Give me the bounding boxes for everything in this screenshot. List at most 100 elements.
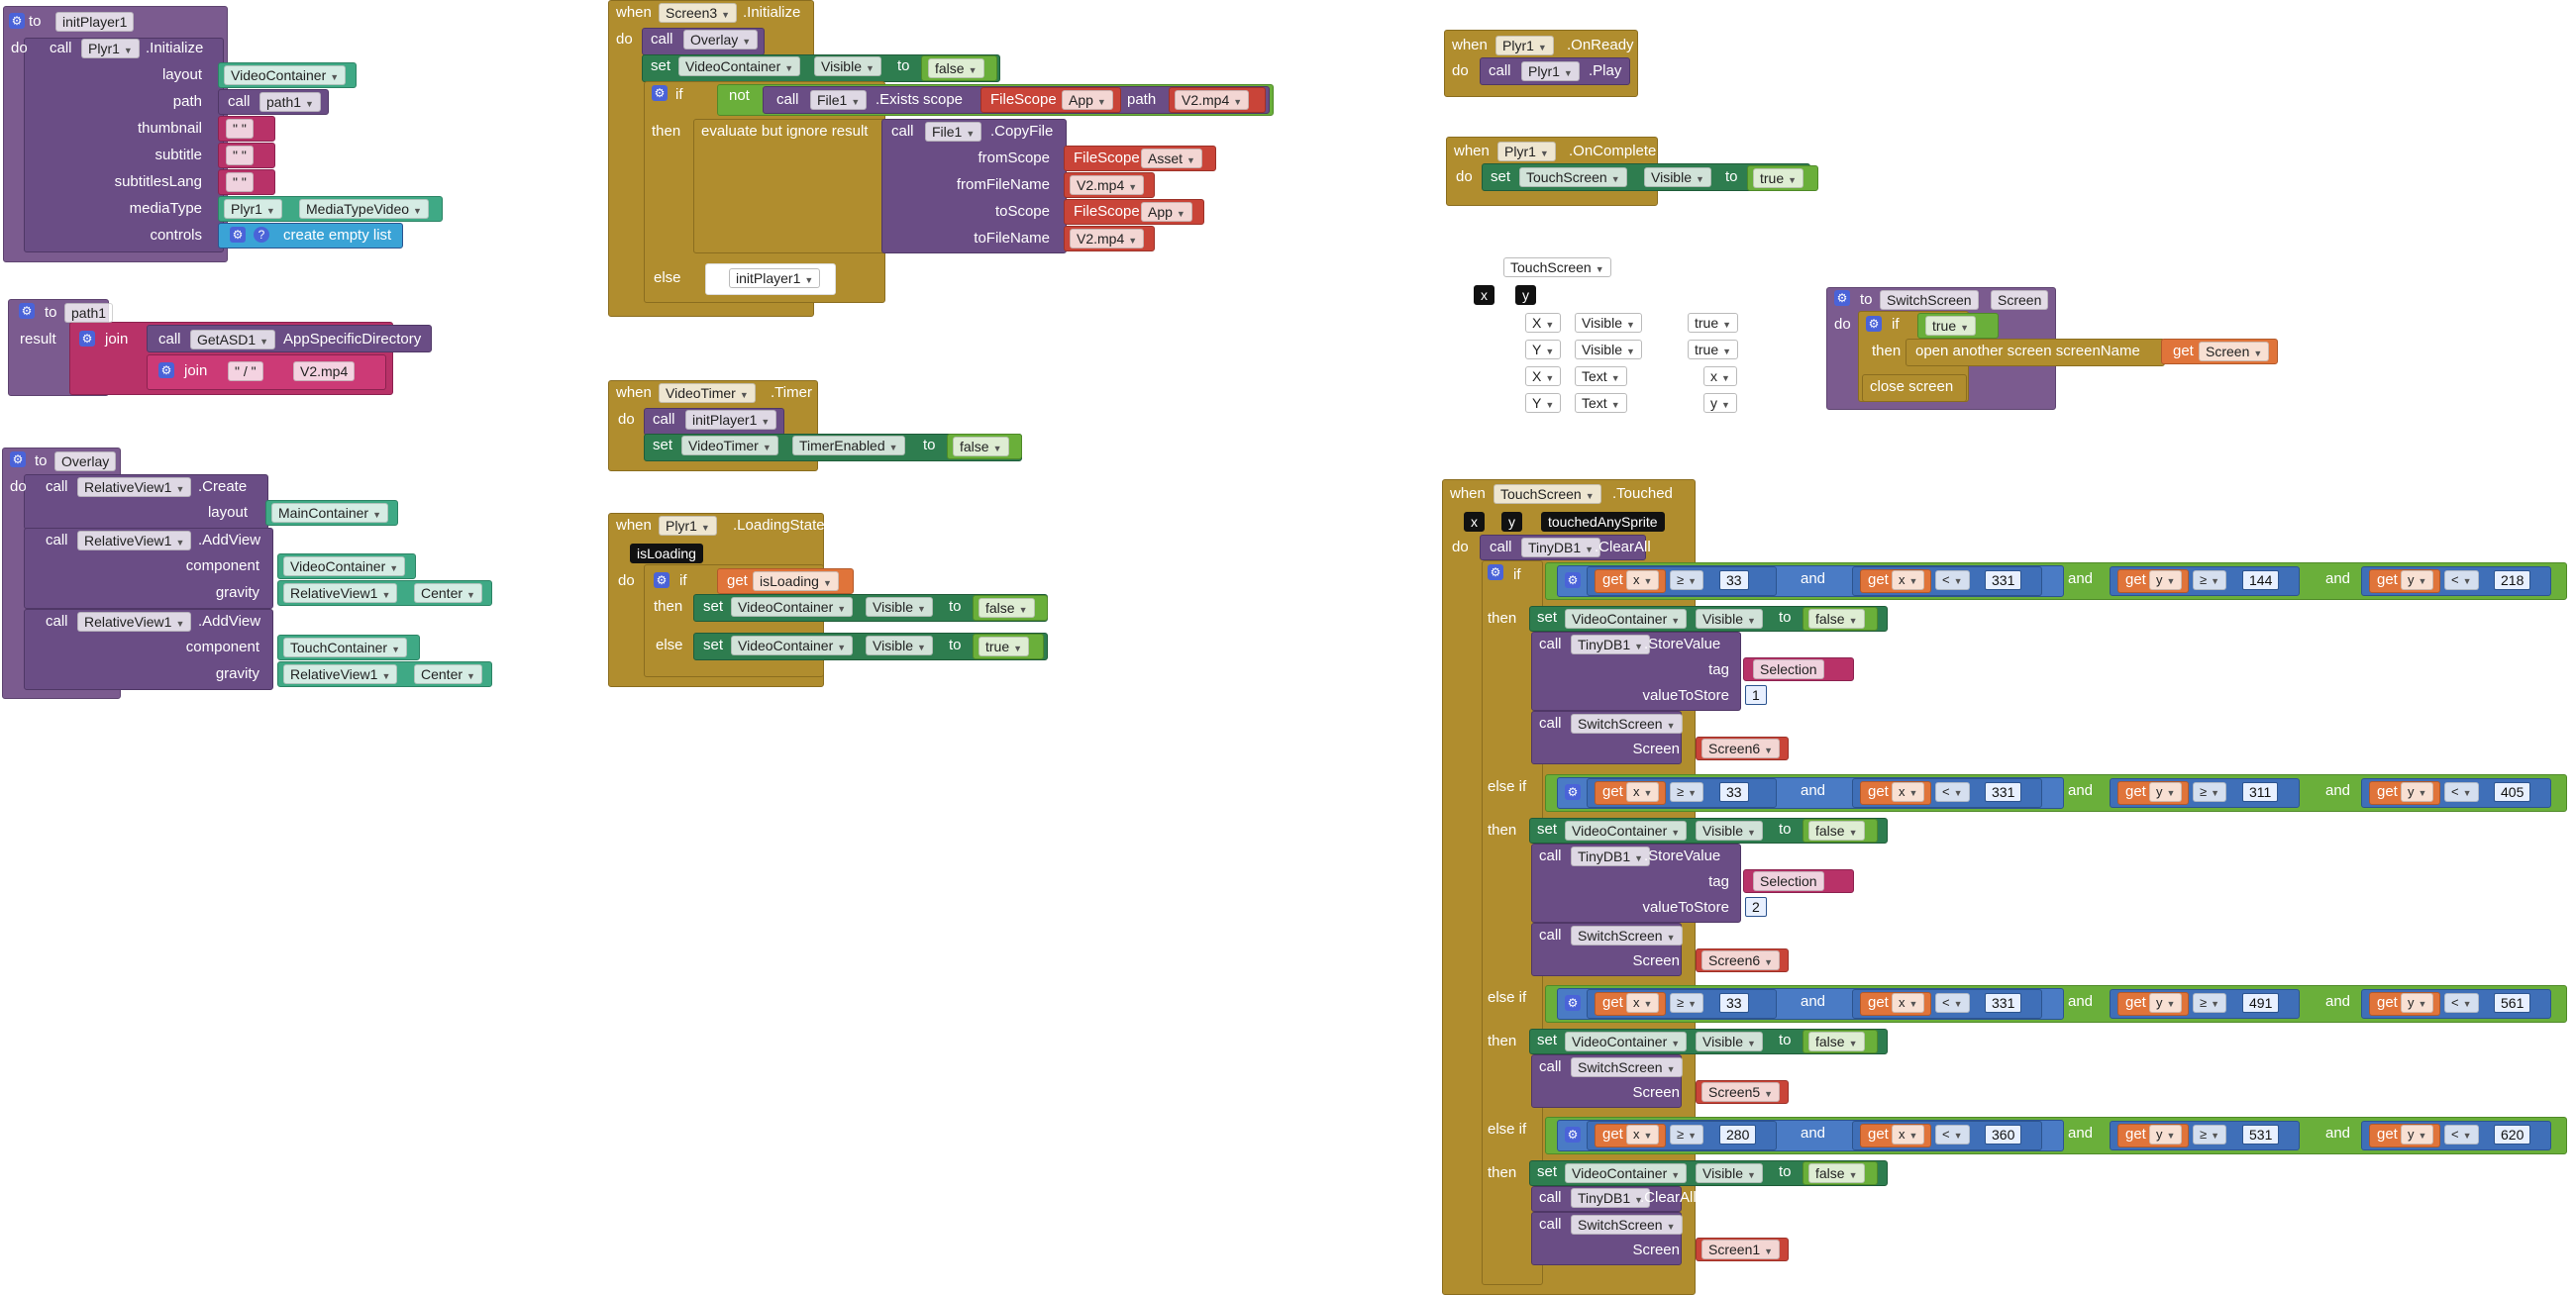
gear-icon[interactable]: ⚙ bbox=[230, 227, 246, 243]
op-dropdown[interactable]: ≥▼ bbox=[1670, 570, 1704, 590]
slash-text[interactable]: " / " bbox=[228, 361, 263, 381]
screen-value[interactable]: Screen6▼ bbox=[1701, 739, 1781, 758]
maincontainer-value[interactable]: MainContainer▼ bbox=[271, 503, 388, 523]
switchscreen-dropdown[interactable]: SwitchScreen▼ bbox=[1571, 714, 1683, 734]
gear-icon[interactable]: ⚙ bbox=[1488, 564, 1503, 580]
var-dropdown[interactable]: x▼ bbox=[1626, 1125, 1660, 1145]
op-dropdown[interactable]: <▼ bbox=[1935, 570, 1970, 590]
number-value[interactable]: 360 bbox=[1985, 1125, 2022, 1145]
param-screen[interactable]: Screen bbox=[1991, 290, 2049, 310]
param-y[interactable]: y bbox=[1501, 512, 1522, 532]
plyr1-dropdown[interactable]: Plyr1▼ bbox=[1521, 61, 1580, 81]
gear-icon[interactable]: ⚙ bbox=[1565, 1127, 1581, 1143]
empty-list-block[interactable] bbox=[218, 223, 403, 249]
screen-value[interactable]: Screen5▼ bbox=[1701, 1082, 1781, 1102]
gravity-comp[interactable]: RelativeView1▼ bbox=[283, 664, 398, 684]
vc-dropdown[interactable]: VideoContainer▼ bbox=[1565, 821, 1688, 841]
false-value[interactable]: false▼ bbox=[1808, 1032, 1865, 1051]
screen-value[interactable]: Screen6▼ bbox=[1701, 950, 1781, 970]
ghost-y[interactable]: y bbox=[1515, 285, 1536, 305]
false-value[interactable]: false▼ bbox=[979, 598, 1035, 618]
subtitleslang-text[interactable]: " " bbox=[226, 172, 254, 192]
visible-dropdown[interactable]: Visible▼ bbox=[1644, 167, 1711, 187]
filename-text[interactable]: V2.mp4 bbox=[293, 361, 356, 381]
gear-icon[interactable]: ⚙ bbox=[10, 451, 26, 467]
op-dropdown[interactable]: ≥▼ bbox=[2193, 1125, 2227, 1145]
var-dropdown[interactable]: y▼ bbox=[2401, 782, 2434, 802]
visible-dropdown[interactable]: Visible▼ bbox=[1696, 1163, 1763, 1183]
screen-dropdown[interactable]: Screen▼ bbox=[2199, 342, 2270, 361]
var-dropdown[interactable]: x▼ bbox=[1626, 993, 1660, 1013]
visible-dropdown[interactable]: Visible▼ bbox=[866, 636, 933, 655]
op-dropdown[interactable]: <▼ bbox=[1935, 782, 1970, 802]
ghost-row-1-c[interactable]: true▼ bbox=[1688, 340, 1739, 359]
switchscreen-dropdown[interactable]: SwitchScreen▼ bbox=[1571, 1057, 1683, 1077]
close-screen-block[interactable] bbox=[1862, 374, 1967, 402]
tinydb-dropdown[interactable]: TinyDB1▼ bbox=[1571, 847, 1651, 866]
var-dropdown[interactable]: y▼ bbox=[2401, 993, 2434, 1013]
store-number[interactable]: 1 bbox=[1745, 685, 1767, 705]
op-dropdown[interactable]: ≥▼ bbox=[2193, 782, 2227, 802]
gravity-value[interactable]: Center▼ bbox=[414, 583, 482, 603]
file1-dropdown[interactable]: File1▼ bbox=[810, 90, 868, 110]
filename-value[interactable]: V2.mp4▼ bbox=[1175, 90, 1250, 110]
op-dropdown[interactable]: <▼ bbox=[2444, 570, 2479, 590]
ghost-row-2-a[interactable]: X▼ bbox=[1525, 366, 1562, 386]
visible-dropdown[interactable]: Visible▼ bbox=[814, 56, 881, 76]
var-dropdown[interactable]: x▼ bbox=[1626, 570, 1660, 590]
proc-name-overlay[interactable]: Overlay bbox=[54, 451, 117, 471]
timerenabled-dropdown[interactable]: TimerEnabled▼ bbox=[792, 436, 905, 455]
var-dropdown[interactable]: x▼ bbox=[1892, 993, 1925, 1013]
op-dropdown[interactable]: ≥▼ bbox=[2193, 993, 2227, 1013]
gear-icon[interactable]: ⚙ bbox=[652, 85, 668, 101]
ghost-row-3-a[interactable]: Y▼ bbox=[1525, 393, 1562, 413]
false-value[interactable]: false▼ bbox=[1808, 1163, 1865, 1183]
file1-dropdown[interactable]: File1▼ bbox=[925, 122, 982, 142]
number-value[interactable]: 311 bbox=[2242, 782, 2279, 802]
visible-dropdown[interactable]: Visible▼ bbox=[866, 597, 933, 617]
gravity-value[interactable]: Center▼ bbox=[414, 664, 482, 684]
number-value[interactable]: 561 bbox=[2494, 993, 2531, 1013]
initplayer-dropdown[interactable]: initPlayer1▼ bbox=[685, 410, 777, 430]
mediatype-comp[interactable]: Plyr1▼ bbox=[224, 199, 282, 219]
open-screen-block[interactable] bbox=[1906, 339, 2165, 366]
var-dropdown[interactable]: y▼ bbox=[2149, 993, 2183, 1013]
var-dropdown[interactable]: y▼ bbox=[2149, 782, 2183, 802]
screen3-dropdown[interactable]: Screen3▼ bbox=[659, 3, 738, 23]
ghost-row-2-c[interactable]: x▼ bbox=[1703, 366, 1737, 386]
ghost-row-3-b[interactable]: Text▼ bbox=[1575, 393, 1627, 413]
number-value[interactable]: 405 bbox=[2494, 782, 2531, 802]
initplayer-call-dropdown[interactable]: initPlayer1▼ bbox=[729, 268, 821, 288]
mediatype-value[interactable]: MediaTypeVideo▼ bbox=[299, 199, 429, 219]
layout-value[interactable]: VideoContainer▼ bbox=[224, 65, 347, 85]
number-value[interactable]: 33 bbox=[1719, 993, 1749, 1013]
relativeview-dropdown[interactable]: RelativeView1▼ bbox=[77, 477, 192, 497]
toscope-app-dropdown[interactable]: App▼ bbox=[1141, 202, 1192, 222]
number-value[interactable]: 33 bbox=[1719, 570, 1749, 590]
screen-value[interactable]: Screen1▼ bbox=[1701, 1240, 1781, 1259]
tag-text-value[interactable]: Selection bbox=[1753, 871, 1824, 891]
op-dropdown[interactable]: <▼ bbox=[2444, 782, 2479, 802]
gear-icon[interactable]: ⚙ bbox=[79, 331, 95, 347]
store-number[interactable]: 2 bbox=[1745, 897, 1767, 917]
false-value[interactable]: false▼ bbox=[928, 58, 984, 78]
number-value[interactable]: 491 bbox=[2242, 993, 2280, 1013]
gear-icon[interactable]: ⚙ bbox=[1565, 784, 1581, 800]
videocontainer-value[interactable]: VideoContainer▼ bbox=[283, 556, 406, 576]
isloading-dropdown[interactable]: isLoading▼ bbox=[753, 571, 839, 591]
overlay-call-dropdown[interactable]: Overlay▼ bbox=[683, 30, 759, 50]
vc-dropdown[interactable]: VideoContainer▼ bbox=[1565, 1163, 1688, 1183]
vc-dropdown[interactable]: VideoContainer▼ bbox=[1565, 609, 1688, 629]
number-value[interactable]: 280 bbox=[1719, 1125, 1757, 1145]
proc-name-path1[interactable]: path1 bbox=[64, 303, 114, 323]
op-dropdown[interactable]: <▼ bbox=[1935, 1125, 1970, 1145]
var-dropdown[interactable]: x▼ bbox=[1892, 570, 1925, 590]
getasd-dropdown[interactable]: GetASD1▼ bbox=[190, 330, 276, 349]
tinydb-dropdown[interactable]: TinyDB1▼ bbox=[1571, 1188, 1651, 1208]
path-call-name[interactable]: path1▼ bbox=[259, 92, 321, 112]
gear-icon[interactable]: ⚙ bbox=[1834, 290, 1850, 306]
number-value[interactable]: 331 bbox=[1985, 993, 2022, 1013]
touchscreen-dropdown[interactable]: TouchScreen▼ bbox=[1494, 484, 1601, 504]
number-value[interactable]: 531 bbox=[2242, 1125, 2280, 1145]
